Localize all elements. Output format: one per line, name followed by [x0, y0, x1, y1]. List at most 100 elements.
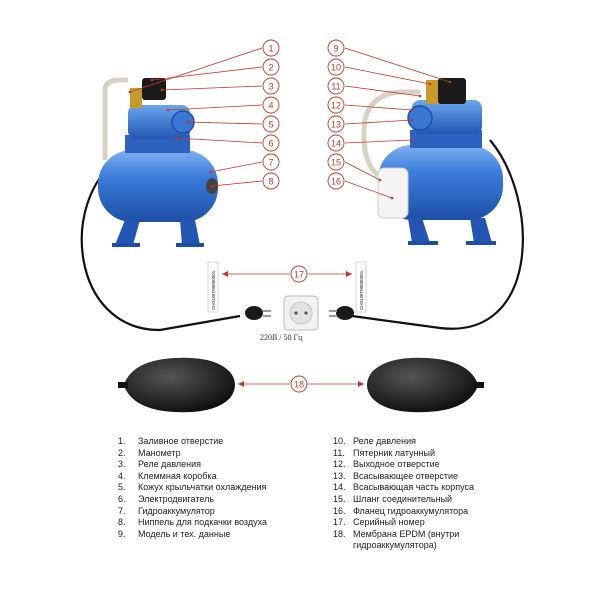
legend-item-number: 15.: [333, 493, 346, 504]
pressure-switch-left: [142, 78, 166, 100]
callout-circle: [327, 58, 345, 76]
callout-circle: [327, 96, 345, 114]
callout-16: 16: [331, 176, 341, 186]
callout-circle: [262, 134, 280, 152]
legend-item-text: Всасывающее отверстие: [353, 470, 459, 481]
legend-item-number: 3.: [118, 459, 126, 470]
legend-item-text: Реле давления: [138, 459, 202, 470]
callout-leader: [344, 119, 413, 125]
callout-leader: [344, 47, 451, 83]
legend-item: 10.Реле давления: [333, 436, 508, 448]
legend-item: 16.Фланец гидроаккумулятора: [333, 506, 508, 518]
voltage-label: 220В / 50 Гц: [260, 333, 303, 342]
callout-circle: [262, 77, 280, 95]
callout-4: 4: [268, 100, 273, 110]
callout-17: 17: [294, 270, 304, 280]
callout-17-circle: [290, 265, 308, 283]
callout-leader: [344, 161, 381, 181]
brass-fitting-left: [130, 88, 142, 108]
callout-12: 12: [331, 100, 341, 110]
callout-11: 11: [331, 81, 340, 91]
power-cable: [80, 139, 524, 332]
callout-9: 9: [333, 43, 338, 53]
callout-leader: [344, 66, 431, 85]
legend-item-number: 10.: [333, 436, 346, 446]
callout-13: 13: [331, 119, 341, 129]
legend-item: 18. Мембрана EPDM (внутри гидроаккумулято…: [333, 529, 508, 552]
legend-item-text: Ниппель для подкачки воздуха: [138, 517, 267, 528]
callout-1: 1: [268, 43, 273, 53]
legend-item: 4.Клеммная коробка: [118, 471, 318, 483]
callout-7: 7: [268, 157, 273, 167]
legend-item-number: 6.: [118, 493, 126, 504]
legend-item: 14.Всасывающая часть корпуса: [333, 482, 508, 494]
callout-circle: [262, 115, 280, 133]
callout-leader: [151, 66, 263, 81]
callout-leader: [344, 180, 393, 199]
tank-flange-right: [377, 167, 409, 219]
callout-circle: [327, 115, 345, 133]
callout-15: 15: [331, 157, 341, 167]
legend-item: 9. Модель и тех. данные: [118, 529, 318, 541]
legend-item-text: Мембрана EPDM (внутри гидроаккумулятора): [353, 528, 460, 551]
callout-5: 5: [268, 119, 273, 129]
callout-circle: [327, 172, 345, 190]
legend-item-text: Электродвигатель: [138, 493, 215, 504]
legend-item-text: Выходное отверстие: [353, 459, 440, 470]
callout-18-circle: [290, 375, 308, 393]
legend-item: 17.Серийный номер: [333, 517, 508, 529]
legend-item-text: Модель и тех. данные: [138, 528, 231, 539]
legend-item-number: 12.: [333, 459, 346, 470]
legend-item: 11. Пятерник латунный: [333, 448, 508, 460]
callout-leader: [129, 47, 263, 93]
callout-leader: [187, 121, 263, 125]
callout-leader: [344, 139, 413, 144]
legend-item-number: 7.: [118, 505, 126, 516]
callout-circle: [327, 153, 345, 171]
legend-item-text: Манометр: [138, 447, 181, 458]
legend-item-text: Заливное отверстие: [138, 436, 224, 446]
legend-item-number: 8.: [118, 517, 126, 528]
legend-item: 15. Шланг соединительный: [333, 494, 508, 506]
callout-8: 8: [268, 176, 273, 186]
legend-item-number: 13.: [333, 470, 346, 481]
legend-item-text: Шланг соединительный: [353, 493, 453, 504]
callout-leader: [167, 104, 263, 111]
serial-tag-left: [207, 261, 219, 313]
callout-2: 2: [268, 62, 273, 72]
motor-left: [128, 105, 190, 139]
legend-item-number: 5.: [118, 482, 126, 493]
right-pump-station: [361, 78, 503, 245]
hose-left: [102, 77, 128, 160]
legend-item: 8. Ниппель для подкачки воздуха: [118, 517, 318, 529]
callout-18: 18: [294, 380, 304, 390]
serial-number-left: CH0198T00000001: [211, 270, 216, 310]
legend-item-text: Гидроаккумулятор: [138, 505, 215, 516]
legend-item: 12. Выходное отверстие: [333, 459, 508, 471]
callout-circle: [262, 39, 280, 57]
legend-item-number: 18.: [333, 528, 346, 539]
pressure-switch-right: [438, 78, 466, 104]
legend-item-number: 11.: [333, 447, 345, 458]
callout-circle: [262, 58, 280, 76]
legend-item: 13. Всасывающее отверстие: [333, 471, 508, 483]
serial-tag-right: [355, 261, 367, 313]
legend-item: 7. Гидроаккумулятор: [118, 506, 318, 518]
pump-base-left: [125, 135, 190, 153]
legend-item-text: Пятерник латунный: [353, 447, 436, 458]
legend-item-number: 1.: [118, 436, 126, 446]
callout-circle: [327, 77, 345, 95]
hose-right: [361, 89, 420, 177]
legend-item-text: Клеммная коробка: [138, 470, 217, 481]
legend-item-number: 9.: [118, 528, 126, 539]
legend-item-text: Кожух крыльчатки охлаждения: [138, 482, 267, 493]
plug-left: [245, 306, 271, 320]
callout-leader: [161, 85, 263, 91]
legend-item: 5. Кожух крыльчатки охлаждения: [118, 482, 318, 494]
callout-circle: [327, 134, 345, 152]
callout-10: 10: [331, 62, 341, 72]
